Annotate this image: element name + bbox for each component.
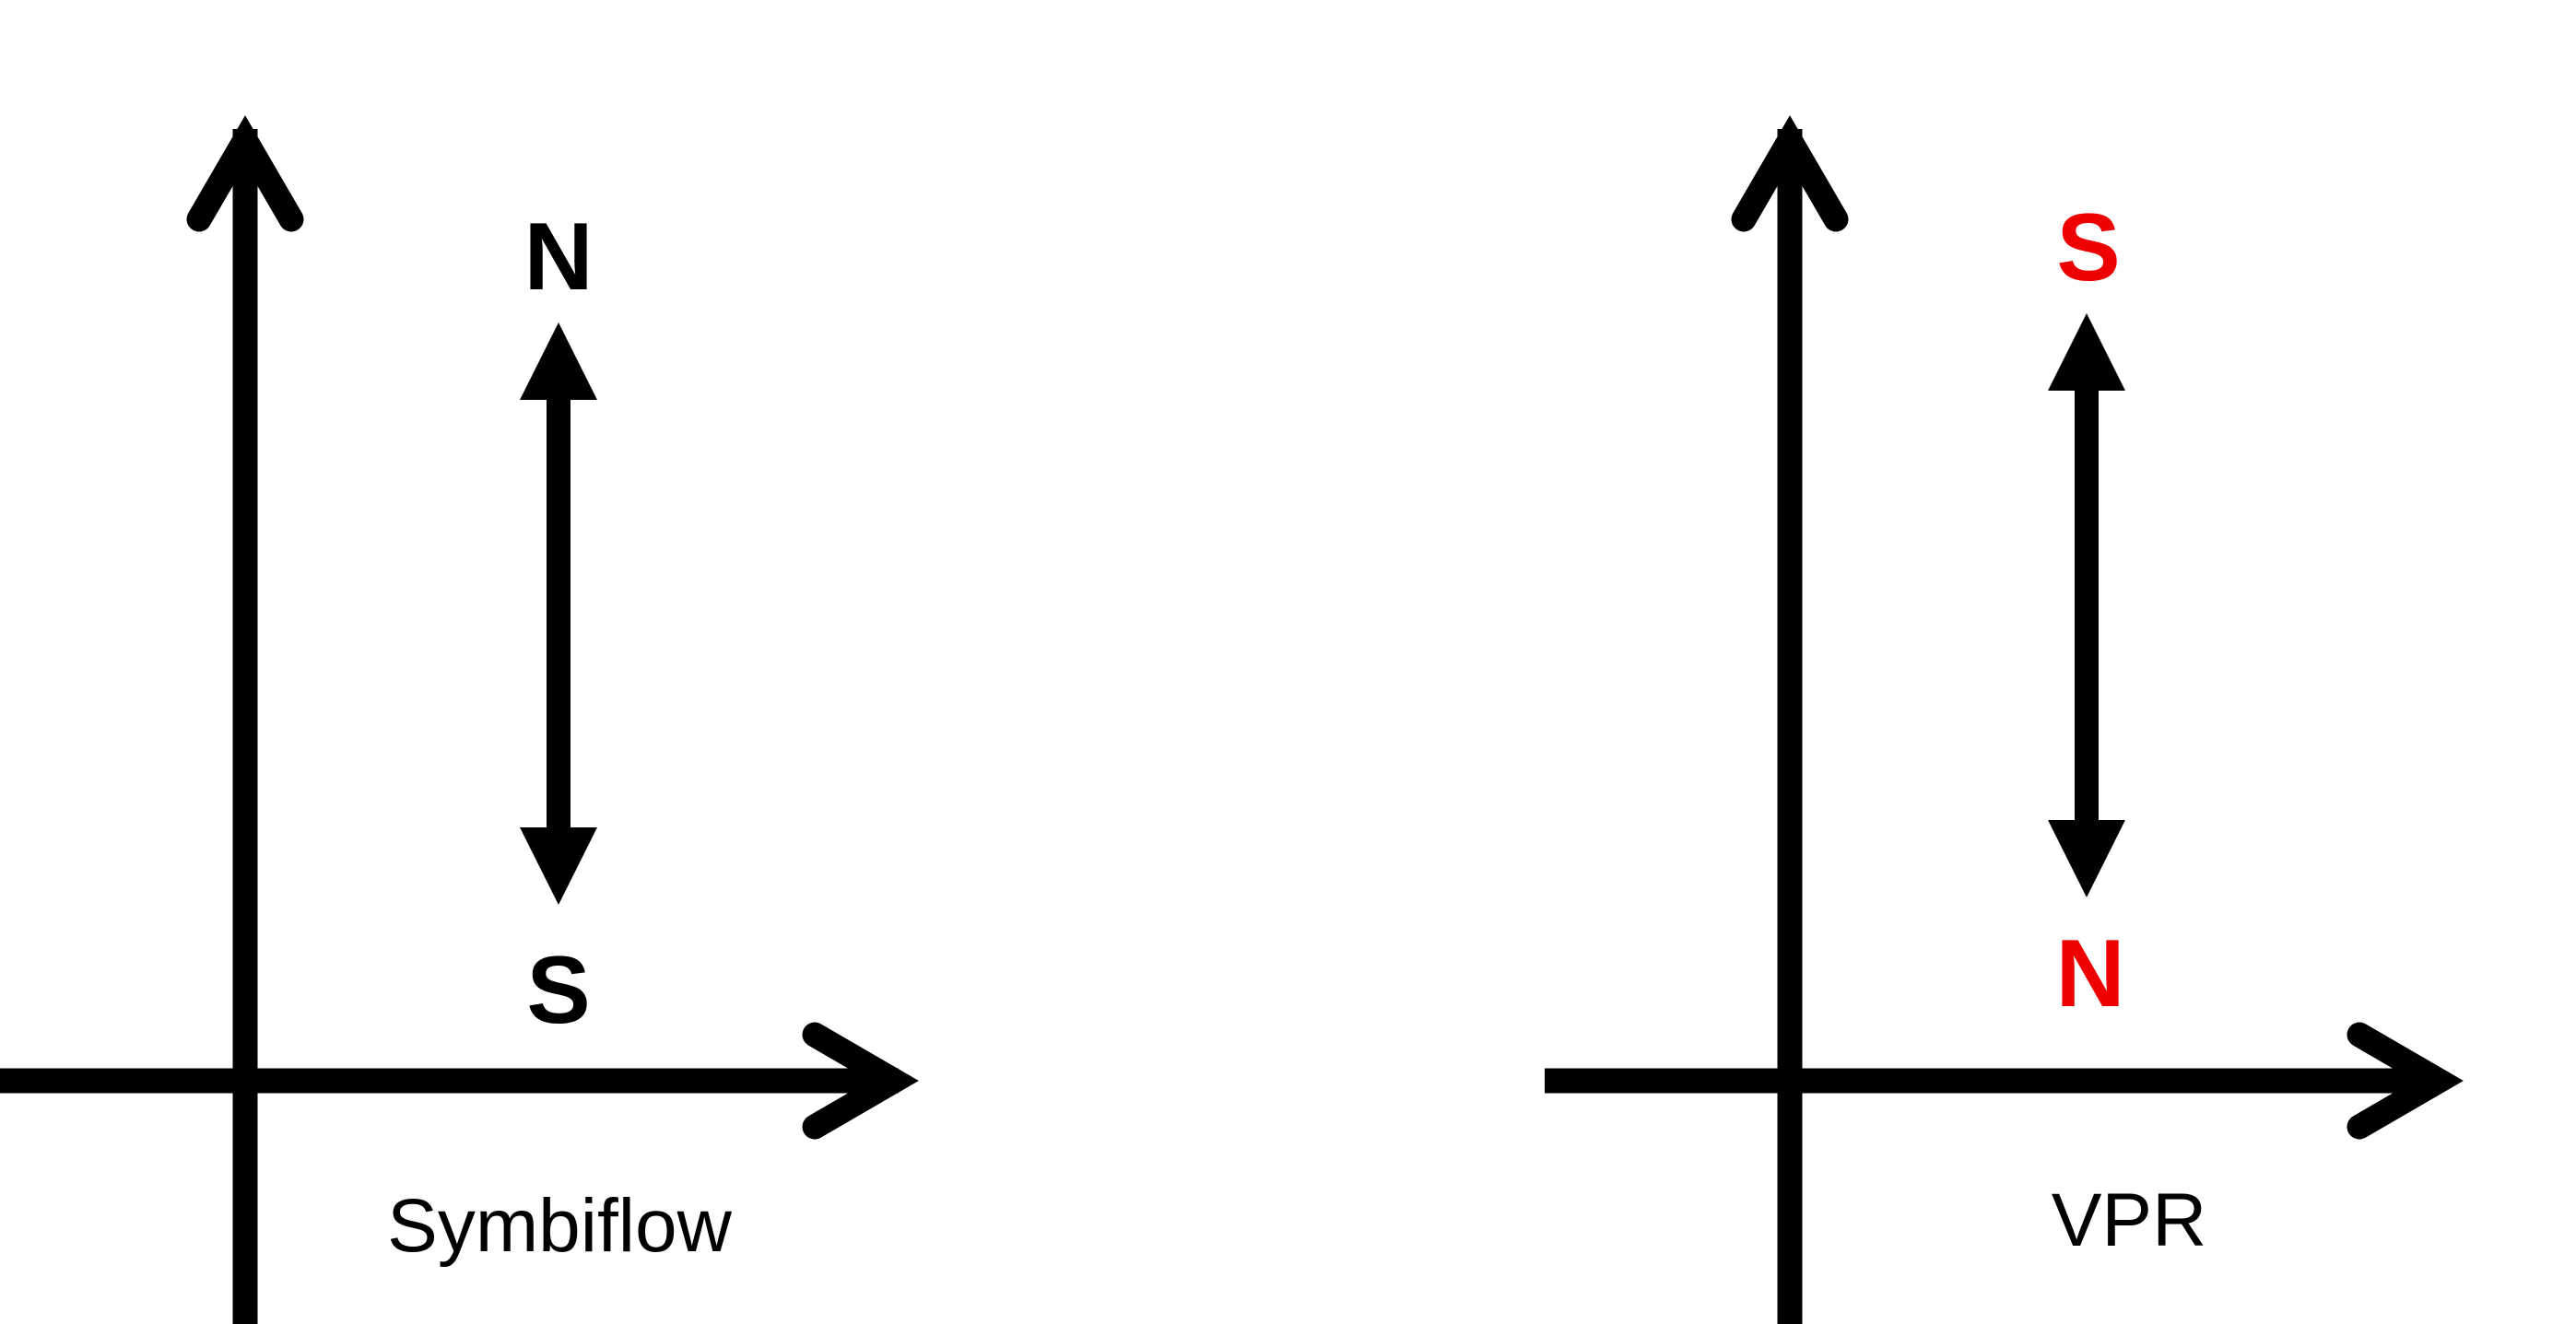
panel-symbiflow: N S Symbiflow bbox=[0, 115, 919, 1324]
panel-caption: VPR bbox=[2052, 1178, 2207, 1262]
double-arrow bbox=[520, 322, 597, 905]
y-axis-arrow bbox=[186, 115, 304, 1324]
double-arrow bbox=[2048, 313, 2125, 897]
bottom-direction-label: N bbox=[2055, 920, 2124, 1027]
panel-caption: Symbiflow bbox=[387, 1184, 732, 1268]
y-axis-arrow bbox=[1731, 115, 1849, 1324]
x-axis-arrow bbox=[1545, 1022, 2464, 1140]
bottom-direction-label: S bbox=[526, 937, 590, 1044]
top-direction-label: N bbox=[523, 204, 593, 310]
x-axis-arrow bbox=[0, 1022, 919, 1140]
top-direction-label: S bbox=[2056, 194, 2120, 301]
panel-vpr: S N VPR bbox=[1545, 115, 2464, 1324]
